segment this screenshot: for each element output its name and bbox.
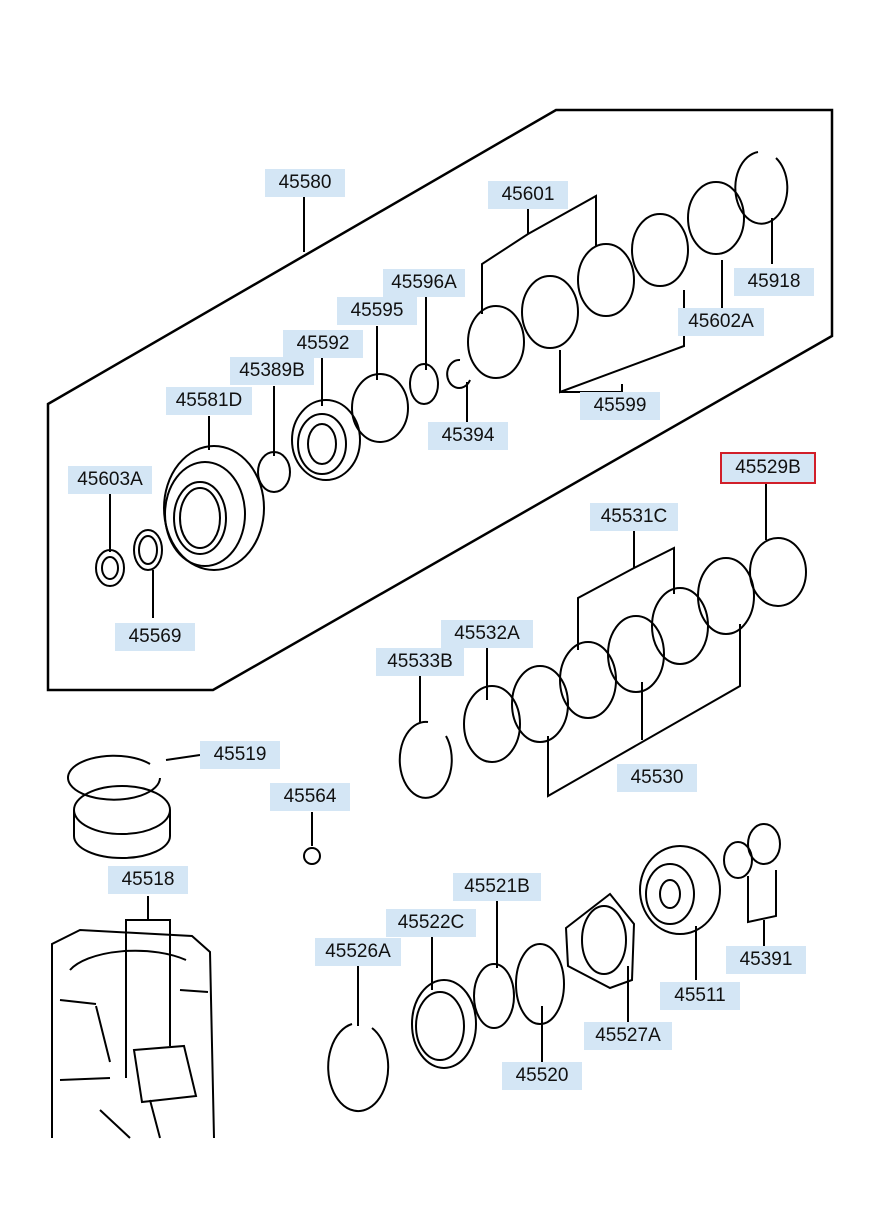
bracket-45599-b xyxy=(559,290,685,394)
label-45596A[interactable]: 45596A xyxy=(383,269,465,297)
bearing-45569 xyxy=(133,529,163,571)
snapring-45526A xyxy=(327,1023,390,1112)
hub-45581D xyxy=(163,445,265,571)
snapring-45519 xyxy=(67,754,161,801)
label-45533B[interactable]: 45533B xyxy=(376,648,464,676)
disc-45599-a xyxy=(521,275,579,349)
bracket-45518 xyxy=(125,896,171,1078)
spring-45596A xyxy=(409,363,439,405)
bracket-45391 xyxy=(747,870,777,946)
label-45519[interactable]: 45519 xyxy=(200,741,280,769)
label-45527A[interactable]: 45527A xyxy=(584,1022,672,1050)
leader-45519 xyxy=(165,754,201,761)
ring-45391-b xyxy=(747,823,781,865)
label-45918[interactable]: 45918 xyxy=(734,268,814,296)
piston-45592 xyxy=(291,399,361,481)
label-45601[interactable]: 45601 xyxy=(488,181,568,209)
label-45389B[interactable]: 45389B xyxy=(230,357,314,385)
label-45592[interactable]: 45592 xyxy=(283,330,363,358)
seal-45520 xyxy=(515,943,565,1025)
label-45531C[interactable]: 45531C xyxy=(590,503,678,531)
seal-45603A xyxy=(95,549,125,587)
label-45522C[interactable]: 45522C xyxy=(386,909,476,937)
plate-45529B xyxy=(749,537,807,607)
ring-45391-a xyxy=(723,841,753,879)
label-45521B[interactable]: 45521B xyxy=(453,873,541,901)
label-45511[interactable]: 45511 xyxy=(660,982,740,1010)
label-45595[interactable]: 45595 xyxy=(337,297,417,325)
label-45529B[interactable]: 45529B xyxy=(720,452,816,484)
label-45520[interactable]: 45520 xyxy=(502,1062,582,1090)
disc-45530-b xyxy=(607,615,665,693)
plate-45602A xyxy=(687,181,745,255)
plate-45531C-b xyxy=(651,587,709,665)
hub-45522C xyxy=(411,979,477,1069)
snapring-45394 xyxy=(446,358,471,389)
snapring-45918 xyxy=(734,151,789,225)
bracket-45531C xyxy=(577,530,675,650)
label-45581D[interactable]: 45581D xyxy=(166,387,252,415)
transmission-case xyxy=(51,928,215,1139)
plate-45601-a xyxy=(467,305,525,379)
label-45530[interactable]: 45530 xyxy=(617,764,697,792)
seal-45595 xyxy=(351,373,409,443)
label-45603A[interactable]: 45603A xyxy=(68,466,152,494)
ring-45389B xyxy=(257,451,291,493)
snapring-45533B xyxy=(398,720,453,799)
drum-45527A xyxy=(564,892,636,990)
label-45526A[interactable]: 45526A xyxy=(315,938,401,966)
label-45532A[interactable]: 45532A xyxy=(441,620,533,648)
plate-45532A xyxy=(463,685,521,763)
label-45599[interactable]: 45599 xyxy=(580,392,660,420)
label-45394[interactable]: 45394 xyxy=(428,422,508,450)
disc-45530-c xyxy=(697,557,755,635)
label-45580[interactable]: 45580 xyxy=(265,169,345,197)
assembly-group-outline xyxy=(46,108,834,692)
plate-45601-b xyxy=(577,243,635,317)
label-45518[interactable]: 45518 xyxy=(108,866,188,894)
label-45564[interactable]: 45564 xyxy=(270,783,350,811)
disc-45599-b xyxy=(631,213,689,287)
disc-45530-a xyxy=(511,665,569,743)
cover-45518-top xyxy=(73,785,171,835)
drum-45511 xyxy=(639,845,721,935)
ring-45564 xyxy=(303,847,321,865)
label-45602A[interactable]: 45602A xyxy=(678,308,764,336)
label-45391[interactable]: 45391 xyxy=(726,946,806,974)
label-45569[interactable]: 45569 xyxy=(115,623,195,651)
ring-45521B xyxy=(473,963,515,1029)
bracket-45601 xyxy=(481,194,597,314)
